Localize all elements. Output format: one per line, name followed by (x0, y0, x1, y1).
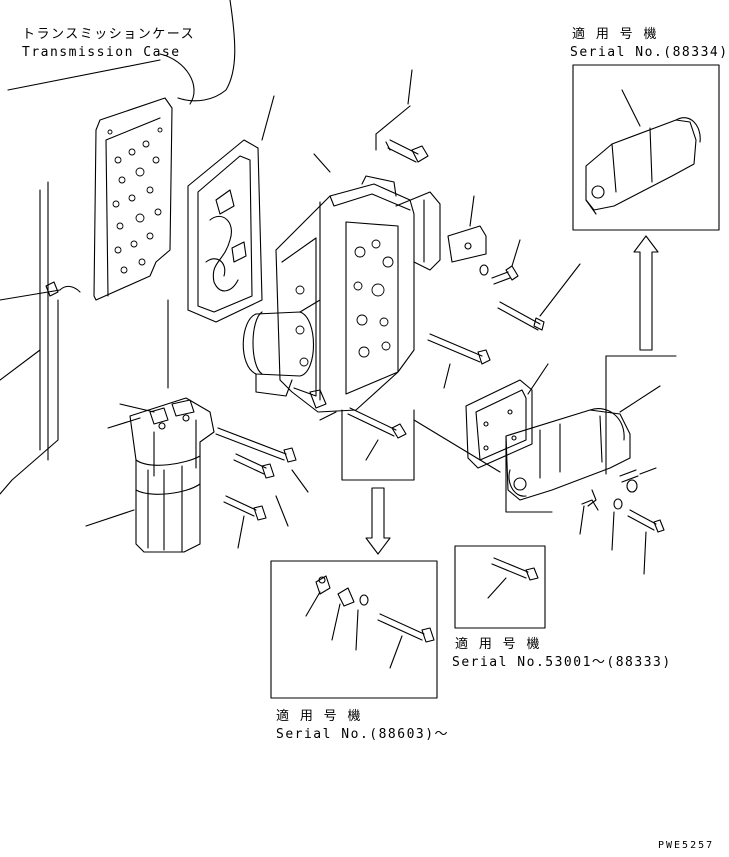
bolts-upper (376, 70, 580, 388)
box-serial-88603 (271, 561, 437, 698)
down-arrow (366, 488, 390, 554)
gasket (188, 96, 274, 322)
transmission-case (0, 0, 235, 494)
transmission-case-label-en: Transmission Case (22, 45, 181, 60)
transmission-case-label-jp: トランスミッションケース (22, 27, 196, 42)
pilot-valve-block (86, 398, 214, 552)
leader-lines (320, 412, 500, 472)
up-arrow (606, 236, 676, 356)
applicable-label-88334: 適 用 号 機 (572, 27, 658, 42)
serial-label-88334: Serial No.(88334)～ (570, 45, 729, 60)
separator-plate-left (94, 98, 172, 300)
mounting-plate (448, 196, 486, 262)
box-serial-53001 (455, 546, 545, 628)
cover-gasket (466, 364, 548, 468)
solenoid-valve-right (506, 356, 664, 574)
serial-label-88603: Serial No.(88603)～ (276, 727, 450, 742)
box-serial-88334 (573, 65, 719, 230)
control-valve (243, 154, 440, 412)
serial-label-53001: Serial No.53001～(88333) (452, 655, 672, 670)
applicable-label-88603: 適 用 号 機 (276, 709, 362, 724)
applicable-label-53001: 適 用 号 機 (455, 637, 541, 652)
bolt-option-box (342, 408, 414, 480)
bolts-lower-left (168, 300, 308, 548)
drawing-code: PWE5257 (658, 840, 715, 851)
